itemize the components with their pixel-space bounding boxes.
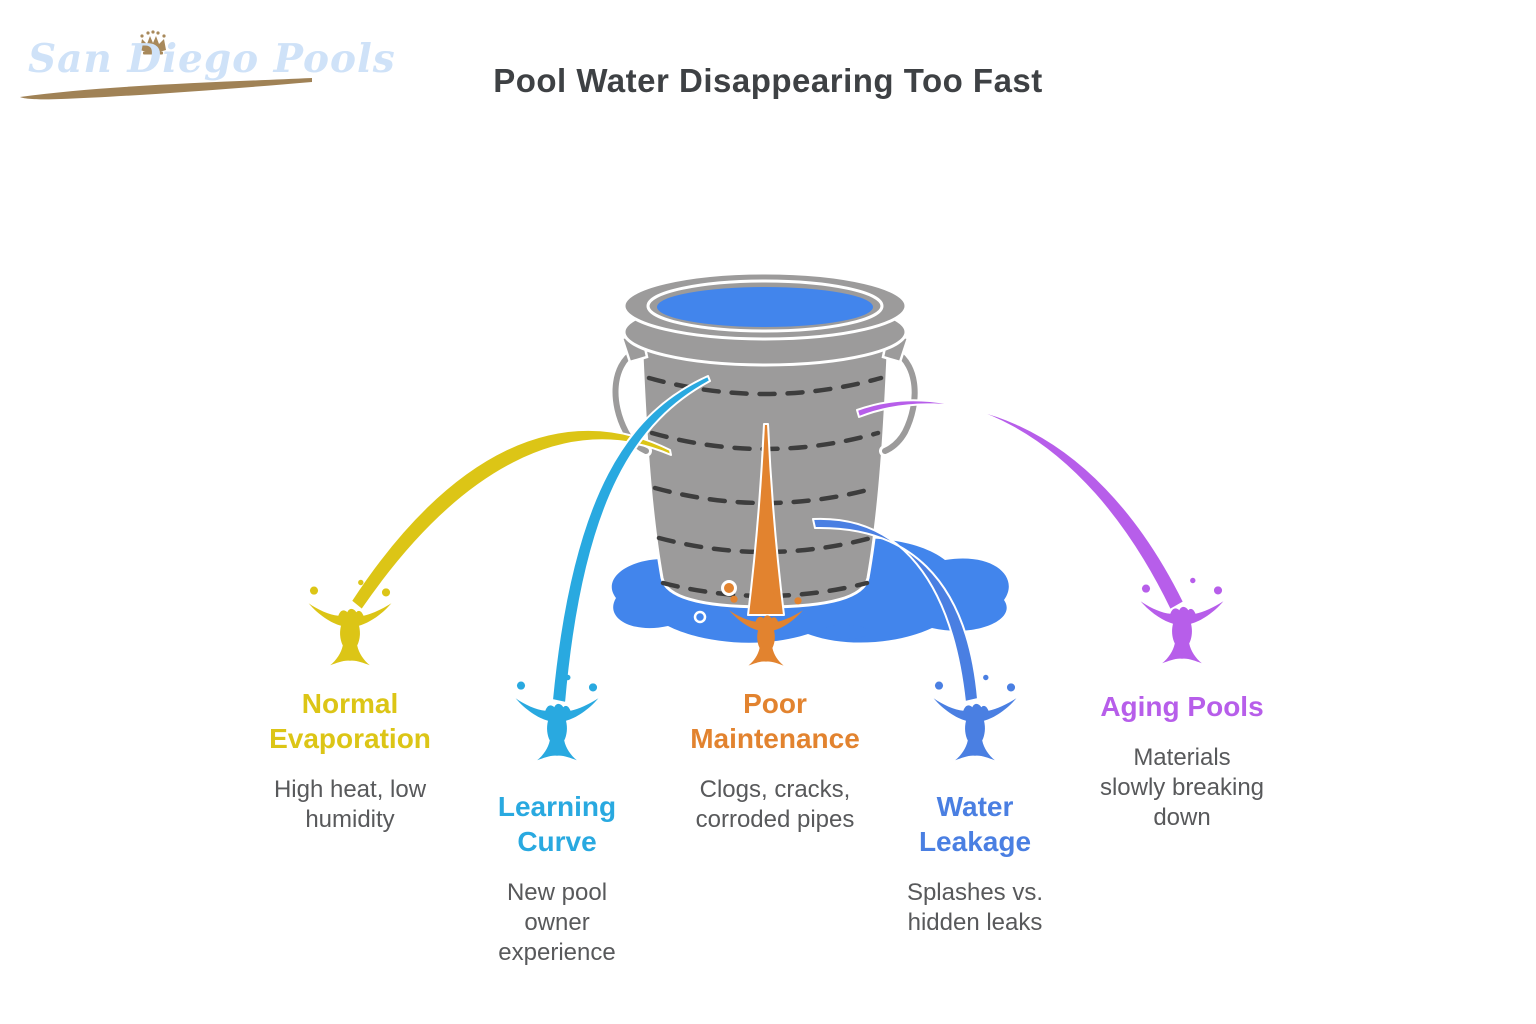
cause-description: High heat, low humidity: [273, 776, 427, 833]
leakage-stream: [812, 517, 979, 703]
page-title: Pool Water Disappearing Too Fast: [493, 62, 1043, 99]
cause-label: Normal Evaporation: [269, 688, 431, 754]
cause-water-leakage: Water Leakage Splashes vs. hidden leaks: [865, 789, 1085, 938]
cause-description: Materials slowly breaking down: [1099, 744, 1265, 831]
cause-description: Clogs, cracks, corroded pipes: [695, 776, 855, 833]
cause-description: Splashes vs. hidden leaks: [906, 879, 1044, 936]
cause-aging-pools: Aging Pools Materials slowly breaking do…: [1072, 689, 1292, 833]
maintenance-stream: [747, 423, 785, 616]
evaporation-stream: [350, 428, 672, 611]
cause-label: Poor Maintenance: [690, 688, 860, 754]
water-splash-icon-purple: [1140, 577, 1224, 664]
cause-description: New pool owner experience: [498, 879, 616, 966]
learning-curve-stream: [551, 375, 711, 704]
cause-label: Aging Pools: [1100, 691, 1264, 722]
underline-swoosh-icon: [20, 78, 312, 100]
aging-stream: [856, 399, 1185, 611]
water-splash-icon-yellow: [308, 579, 392, 666]
crown-icon: [140, 30, 166, 55]
cause-poor-maintenance: Poor Maintenance Clogs, cracks, corroded…: [665, 686, 885, 835]
leak-hole: [721, 580, 737, 596]
cause-label: Learning Curve: [497, 791, 617, 857]
cause-normal-evaporation: Normal Evaporation High heat, low humidi…: [240, 686, 460, 835]
cause-learning-curve: Learning Curve New pool owner experience: [447, 789, 667, 968]
bucket-handle-right: [879, 331, 921, 457]
bucket-water: [657, 287, 873, 327]
cause-label: Water Leakage: [918, 791, 1032, 857]
